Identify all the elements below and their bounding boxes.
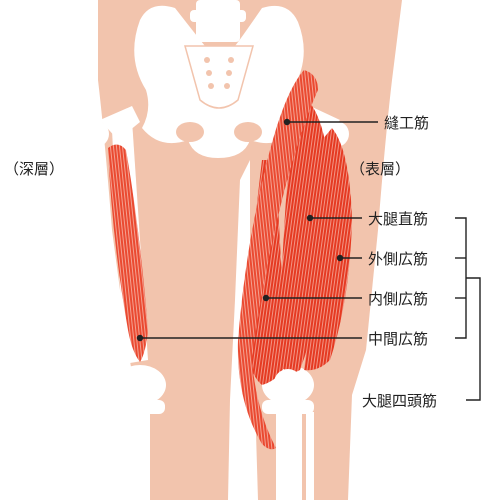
surface-layer-muscles: [237, 70, 352, 450]
leader-dot-vastus-intermedius: [136, 334, 144, 342]
quadriceps-label: 大腿四頭筋: [362, 392, 437, 410]
bracket-quadriceps: [455, 217, 467, 339]
tibia-right: [276, 410, 302, 500]
vastus-intermedius-deep: [108, 144, 148, 362]
rectus-femoris-label: 大腿直筋: [368, 210, 428, 228]
leader-dot-rectus-femoris: [306, 214, 314, 222]
tibia-left: [124, 410, 150, 500]
leader-lines: [136, 118, 481, 401]
vastus-lateralis-label: 外側広筋: [368, 250, 428, 268]
patella-right: [274, 369, 302, 397]
fibula-left: [114, 412, 122, 500]
leader-dot-vastus-medialis: [262, 294, 270, 302]
obturator-right: [234, 122, 262, 142]
vastus-intermedius-label: 中間広筋: [368, 330, 428, 348]
fibula-right: [306, 412, 314, 500]
sacrum: [184, 45, 254, 109]
vertebra-process: [190, 10, 246, 22]
deep-layer-label: （深層）: [4, 160, 64, 178]
femoral-neck-left: [100, 106, 140, 140]
sartorius-label: 縫工筋: [384, 114, 429, 132]
femoral-head-left: [83, 121, 109, 147]
deep-layer-muscles: [108, 144, 154, 399]
sacral-foramina: [204, 57, 234, 89]
patella-left: [126, 371, 154, 399]
sartorius-muscle: [237, 70, 318, 450]
bracket-quadriceps-outer: [466, 277, 481, 401]
rectus-femoris-muscle: [280, 96, 330, 373]
leader-dot-vastus-lateralis: [336, 254, 344, 262]
obturator-left: [176, 122, 204, 142]
vastus-medialis-label: 内側広筋: [368, 290, 428, 308]
leader-dot-sartorius: [283, 118, 291, 126]
labels: （深層） （表層） 縫工筋 大腿直筋 外側広筋 内側広筋 中間広筋 大腿四頭筋: [4, 114, 437, 410]
surface-layer-label: （表層）: [350, 160, 410, 178]
